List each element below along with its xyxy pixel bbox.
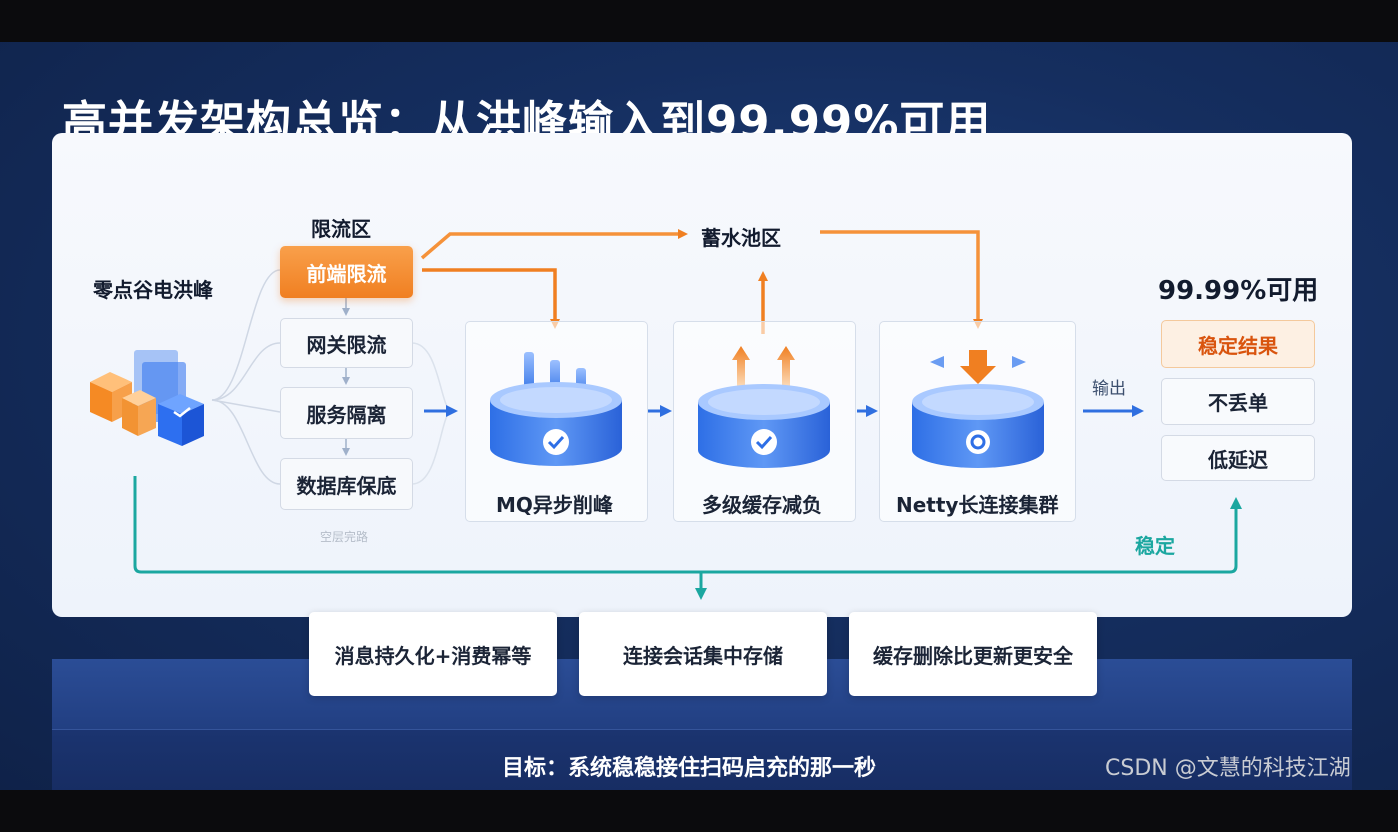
stability-loop xyxy=(133,476,1242,574)
output-arrow-label: 输出 xyxy=(1092,379,1126,399)
goal-text: 目标：系统稳稳接住扫码启充的那一秒 xyxy=(502,756,877,781)
arrow-to-mq xyxy=(422,268,560,329)
guarantee-card-persistence: 消息持久化+消费幂等 xyxy=(309,612,557,696)
cache-cylinder-icon xyxy=(698,346,830,468)
source-label: 零点谷电洪峰 xyxy=(93,278,213,302)
goal-band xyxy=(52,729,1352,790)
queue-cylinder-icon xyxy=(490,352,622,466)
limiter-service-isolation: 服务隔离 xyxy=(280,387,413,439)
limit-zone-footnote: 空层完路 xyxy=(320,530,369,544)
guarantee-card-cache-delete: 缓存删除比更新更安全 xyxy=(849,612,1097,696)
watermark: CSDN @文慧的科技江湖 xyxy=(1105,756,1351,781)
limiter-database-fallback: 数据库保底 xyxy=(280,458,413,510)
limiter-gateway: 网关限流 xyxy=(280,318,413,368)
stage-netty-label: Netty长连接集群 xyxy=(896,493,1059,517)
source-fanout xyxy=(211,269,281,485)
stage-mq-label: MQ异步削峰 xyxy=(496,493,613,517)
server-cubes-icon xyxy=(90,350,204,446)
arrow-to-reservoir xyxy=(420,229,688,260)
limiter-merge xyxy=(411,342,453,485)
limit-zone-header: 限流区 xyxy=(311,217,371,241)
limiter-frontend: 前端限流 xyxy=(280,246,413,298)
result-low-latency: 低延迟 xyxy=(1161,435,1315,481)
arrow-reservoir-to-netty xyxy=(820,230,983,329)
stability-label: 稳定 xyxy=(1135,534,1175,558)
reservoir-label: 蓄水池区 xyxy=(701,226,781,250)
stage-cache-label: 多级缓存减负 xyxy=(702,493,822,517)
guarantee-card-session-store: 连接会话集中存储 xyxy=(579,612,827,696)
result-no-lost-orders: 不丢单 xyxy=(1161,378,1315,425)
result-stable: 稳定结果 xyxy=(1161,320,1315,368)
availability-header: 99.99%可用 xyxy=(1158,276,1319,306)
cluster-cylinder-icon xyxy=(912,350,1044,468)
